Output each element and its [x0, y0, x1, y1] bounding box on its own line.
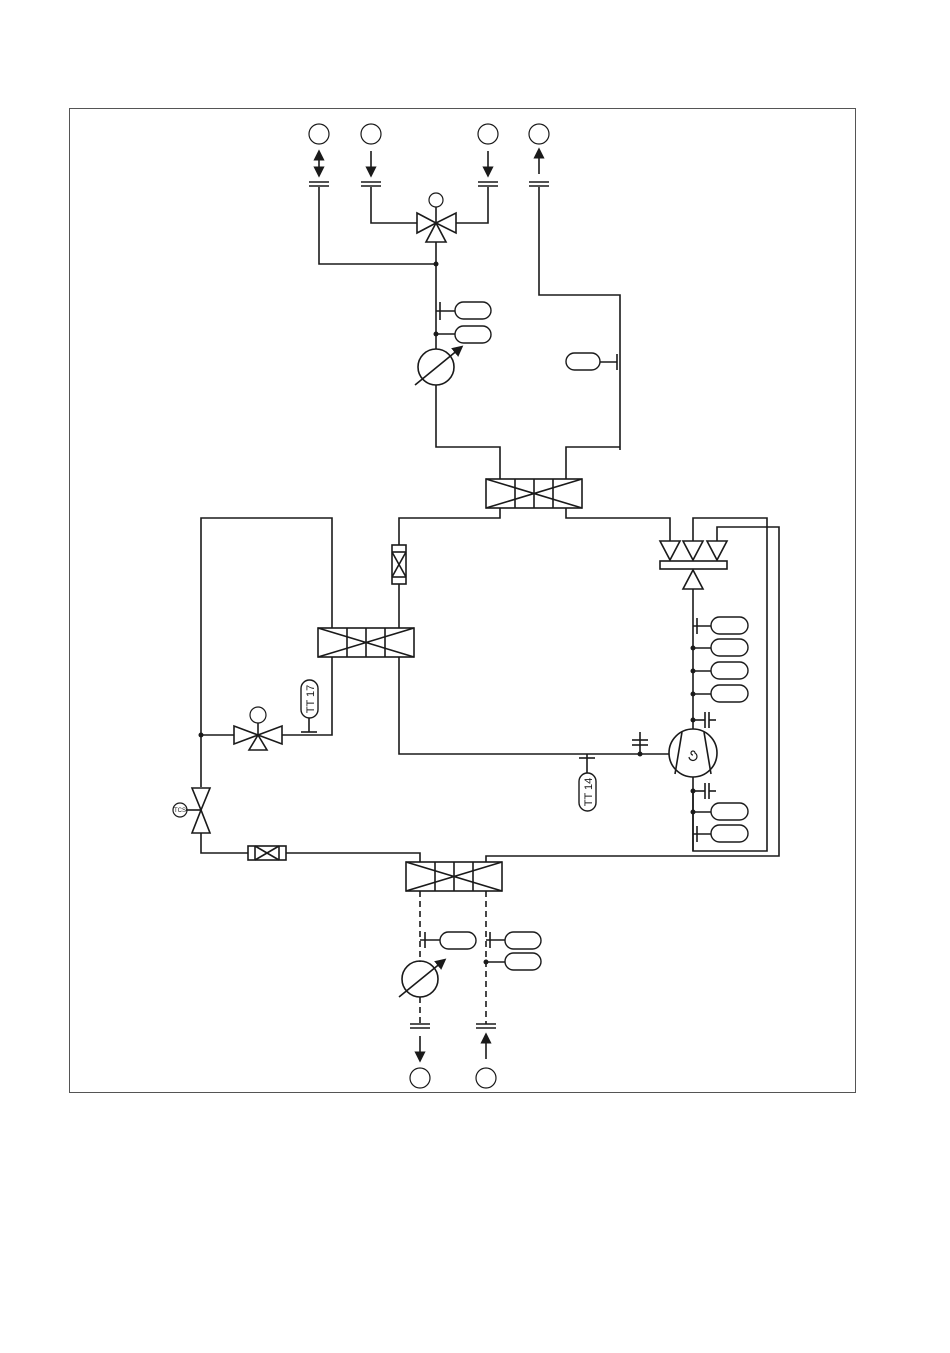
scroll-compressor	[669, 729, 717, 777]
heat-exchanger-middle	[318, 628, 414, 657]
port-circle-4	[529, 124, 549, 144]
port-circle-3	[478, 124, 498, 144]
valve-tag: TCS	[174, 808, 186, 814]
port-circle-1	[309, 124, 329, 144]
tt14-label: TT 14	[583, 778, 595, 807]
port-circle-2	[361, 124, 381, 144]
port-circle-6	[476, 1068, 496, 1088]
sensor-pills-right-stack	[691, 617, 749, 702]
filter-drier-vertical	[392, 545, 406, 584]
sensor-pill	[440, 932, 476, 949]
sensor-pill-right	[566, 353, 617, 370]
bottom-connection-ports	[410, 1024, 496, 1088]
sensor-pills-bottom-right	[691, 803, 749, 842]
filter-drier-horizontal	[248, 846, 286, 860]
three-way-valve-top	[417, 193, 456, 242]
temperature-sensor-tt17: TT 17	[301, 680, 318, 732]
service-port	[632, 732, 648, 754]
temperature-sensor-tt14: TT 14	[579, 754, 596, 811]
sensor-pill	[711, 685, 748, 702]
sensor-pill	[711, 825, 748, 842]
sensor-pill	[711, 803, 748, 820]
pump-top	[415, 349, 459, 385]
sensor-pills-top	[434, 302, 492, 343]
heat-exchanger-bottom	[406, 862, 502, 891]
sensor-pill	[711, 662, 748, 679]
distributor	[660, 541, 727, 589]
expansion-valve	[234, 707, 282, 750]
port-circle-5	[410, 1068, 430, 1088]
heat-exchanger-top	[486, 479, 582, 508]
tt17-label: TT 17	[305, 685, 317, 714]
sensor-pill	[505, 932, 541, 949]
sensor-pill	[711, 617, 748, 634]
top-connection-ports	[309, 124, 549, 186]
sensor-pill	[455, 302, 491, 319]
flange-symbol	[309, 182, 549, 186]
solenoid-valve-left: TCS	[173, 788, 210, 833]
sensor-pill	[505, 953, 541, 970]
sensor-pill	[455, 326, 491, 343]
pump-bottom	[399, 961, 442, 997]
sensor-pill	[711, 639, 748, 656]
